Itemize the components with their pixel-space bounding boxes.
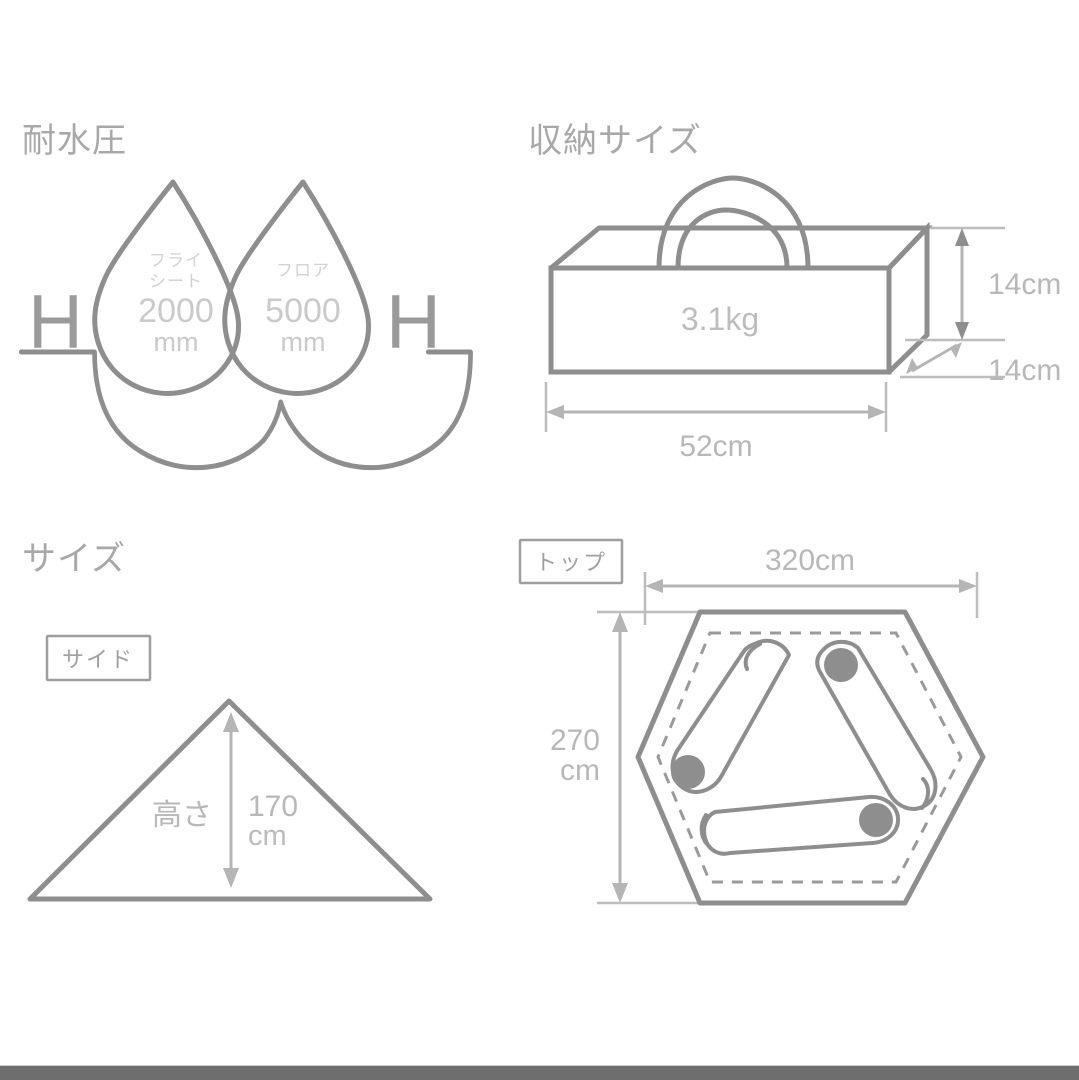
side-view-tag-box [45,634,152,682]
sleeping-bag-1 [670,638,791,794]
dim-arrow-top-width [645,579,977,593]
top-view-tag-box [518,538,624,585]
sleeping-bag-3-head [859,803,893,837]
section-storage-size: 収納サイズ 3.1kg 14cm [528,122,1061,463]
side-view-triangle [27,698,433,902]
droplet-floor [222,179,372,396]
bag-side-face [887,221,930,374]
side-view-tag-label: サイド [62,647,134,672]
dim-arrow-height [955,228,969,340]
bag-weight-label: 3.1kg [681,301,759,337]
top-depth-value: 270 [550,724,600,757]
sleeping-bag-2-head [824,648,858,682]
sleeping-bag-2 [815,639,938,811]
dim-arrow-top-depth [612,612,628,903]
dim-arrow-width [546,405,886,419]
top-depth-unit: cm [560,754,600,787]
storage-size-heading: 収納サイズ [528,122,702,160]
top-view-tag-label: トップ [535,550,607,575]
droplet-1-value: 2000 [138,292,214,330]
droplet-1-kana-line2: シート [149,272,203,291]
dim-arrow-depth [906,342,962,374]
bag-height-label: 14cm [988,268,1061,301]
side-height-unit: cm [248,820,287,852]
tent-hexagon-outline [635,609,986,906]
top-width-label: 320cm [765,544,855,577]
bag-top-face [549,225,933,270]
bottom-bar [0,1065,1079,1080]
bag-depth-label: 14cm [988,354,1061,387]
outer-water-contour [18,349,473,471]
side-height-word: 高さ [152,799,212,832]
section-size-side: サイズ サイド 高さ 170 cm [22,540,433,902]
side-height-value: 170 [248,790,298,823]
droplet-2-unit: mm [281,327,326,357]
bag-width-label: 52cm [679,430,752,463]
section-size-top: トップ 320cm 270 cm [518,538,986,906]
section-water-pressure: 耐水圧 H H フライ シート 2000 mm フロア 5000 mm [18,122,473,471]
dim-arrow-side-height [223,712,239,888]
tent-inner-dashed-outline [656,631,963,884]
droplet-2-kana-line1: フロア [276,261,330,280]
droplet-1-unit: mm [154,327,199,357]
droplet-1-kana-line1: フライ [149,251,203,270]
water-pressure-heading: 耐水圧 [22,122,127,160]
size-heading: サイズ [22,540,126,578]
bag-handle-inner [675,207,790,271]
sleeping-bag-3 [699,794,901,856]
bag-handle-outer [656,175,811,271]
sleeping-bag-1-head [671,755,705,789]
droplet-2-value: 5000 [265,292,341,330]
